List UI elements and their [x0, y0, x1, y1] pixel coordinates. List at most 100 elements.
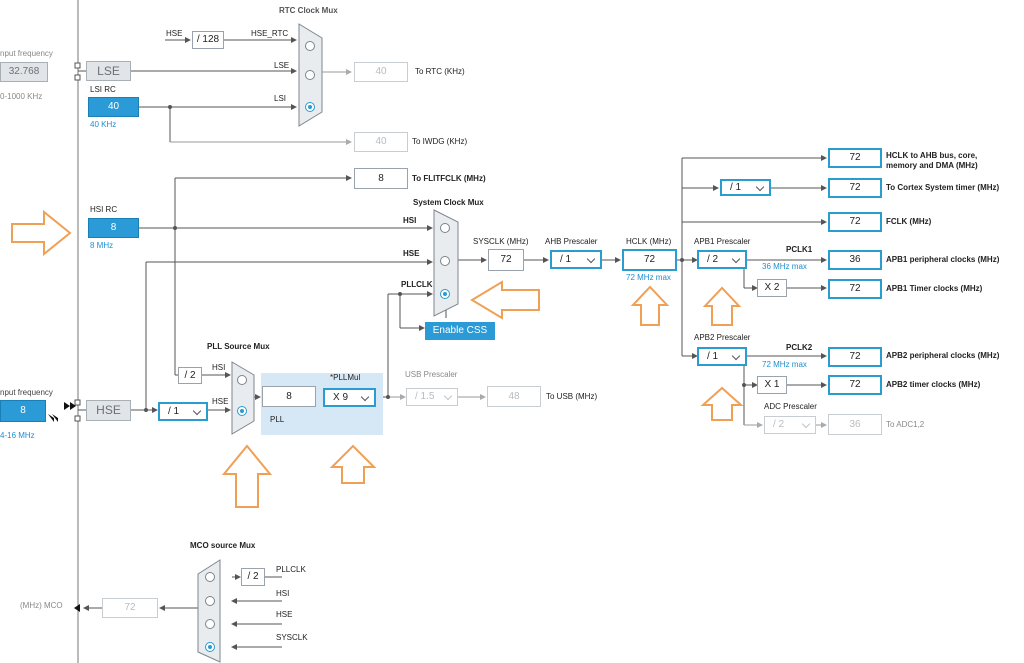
apb1-max-label: 36 MHz max	[762, 262, 807, 271]
pll-source-highlight-arrow	[221, 444, 273, 508]
usb-output-label: To USB (MHz)	[546, 392, 598, 401]
usb-prescaler-value: / 1.5	[415, 391, 435, 402]
hclk-max-label: 72 MHz max	[626, 273, 671, 282]
apb2-peripheral-label: APB2 peripheral clocks (MHz)	[886, 351, 1000, 360]
apb2-timer-multiplier: X 1	[757, 376, 787, 394]
pllclk-highlight-arrow	[470, 280, 540, 320]
iwdg-output-value: 40	[354, 132, 408, 152]
pll-hse-divider-select[interactable]: / 1	[158, 402, 208, 421]
rtc-mux-radio-lse[interactable]	[305, 70, 315, 80]
sysmux-radio-hse[interactable]	[440, 256, 450, 266]
pll-panel-label: PLL	[270, 415, 285, 424]
ahb-prescaler-title: AHB Prescaler	[545, 237, 598, 246]
mco-radio-hsi[interactable]	[205, 596, 215, 606]
lsi-rc-value[interactable]: 40	[88, 97, 139, 117]
ahb-prescaler-select[interactable]: / 1	[550, 250, 602, 269]
hsi-frequency-label: 8 MHz	[90, 241, 114, 250]
rtc-lsi-input-label: LSI	[274, 94, 287, 103]
pll-hsi-divider: / 2	[178, 367, 202, 384]
chevron-down-icon	[755, 182, 765, 191]
lse-input-frequency-label: nput frequency	[0, 49, 53, 58]
pll-source-radio-hsi[interactable]	[237, 375, 247, 385]
mco-pllclk-divider: / 2	[241, 568, 265, 586]
rtc-lse-input-label: LSE	[274, 61, 290, 70]
rtc-div128-box: / 128	[192, 31, 224, 49]
apb2-prescaler-select[interactable]: / 1	[697, 347, 747, 366]
apb1-prescaler-title: APB1 Prescaler	[694, 237, 751, 246]
lse-input-frequency-field[interactable]: 32.768	[0, 62, 48, 82]
usb-output-value: 48	[487, 386, 541, 407]
sysmux-pllclk-label: PLLCLK	[401, 280, 433, 289]
adc-output-value: 36	[828, 414, 882, 435]
sysmux-radio-hsi[interactable]	[440, 223, 450, 233]
fclk-label: FCLK (MHz)	[886, 217, 932, 226]
apb2-prescaler-value: / 1	[707, 351, 719, 362]
mco-pllclk-input-label: PLLCLK	[276, 565, 306, 574]
apb1-timer-value: 72	[828, 279, 882, 299]
hclk-ahb-label-line2: memory and DMA (MHz)	[886, 161, 978, 170]
pll-source-mux-title: PLL Source Mux	[207, 342, 270, 351]
apb2-timer-label: APB2 timer clocks (MHz)	[886, 380, 981, 389]
hsi-rc-title: HSI RC	[90, 205, 118, 214]
pll-source-radio-hse[interactable]	[237, 406, 247, 416]
apb1-prescaler-select[interactable]: / 2	[697, 250, 747, 269]
usb-prescaler-title: USB Prescaler	[405, 370, 458, 379]
pclk2-label: PCLK2	[786, 343, 813, 352]
chevron-down-icon	[801, 419, 811, 429]
apb2-prescaler-title: APB2 Prescaler	[694, 333, 751, 342]
hclk-value-field[interactable]: 72	[622, 249, 677, 271]
pll-input-value: 8	[262, 386, 316, 407]
apb2-peripheral-value: 72	[828, 347, 882, 367]
usb-prescaler-select[interactable]: / 1.5	[406, 388, 458, 406]
system-clock-mux-title: System Clock Mux	[413, 198, 484, 207]
pllmul-select[interactable]: X 9	[323, 388, 376, 407]
cortex-timer-value: 72	[828, 178, 882, 198]
adc-prescaler-select[interactable]: / 2	[764, 416, 816, 434]
iwdg-output-label: To IWDG (KHz)	[412, 137, 468, 146]
adc-prescaler-title: ADC Prescaler	[764, 402, 817, 411]
mco-sysclk-input-label: SYSCLK	[276, 633, 308, 642]
hse-input-frequency-field[interactable]: 8	[0, 400, 46, 422]
hsi-rc-value[interactable]: 8	[88, 218, 139, 238]
rtc-hse-input-label: HSE	[166, 29, 183, 38]
chevron-down-icon	[586, 254, 596, 263]
apb1-highlight-arrow	[702, 286, 742, 326]
cortex-timer-label: To Cortex System timer (MHz)	[886, 183, 1000, 192]
rtc-clock-mux-title: RTC Clock Mux	[279, 6, 338, 15]
sysmux-hse-label: HSE	[403, 249, 420, 258]
lsi-frequency-label: 40 KHz	[90, 120, 117, 129]
adc-prescaler-value: / 2	[773, 419, 785, 430]
rtc-mux-radio-lsi[interactable]	[305, 102, 315, 112]
ahb-prescaler-value: / 1	[560, 254, 572, 265]
hclk-title: HCLK (MHz)	[626, 237, 672, 246]
sysmux-radio-pllclk[interactable]	[440, 289, 450, 299]
rtc-mux-radio-hse[interactable]	[305, 41, 315, 51]
mco-radio-pllclk[interactable]	[205, 572, 215, 582]
hclk-ahb-label-line1: HCLK to AHB bus, core,	[886, 151, 978, 160]
mco-output-label: (MHz) MCO	[20, 601, 63, 610]
pll-source-mux-shape	[231, 361, 255, 435]
chevron-down-icon	[443, 391, 453, 401]
pclk1-label: PCLK1	[786, 245, 813, 254]
apb2-max-label: 72 MHz max	[762, 360, 807, 369]
mco-output-value: 72	[102, 598, 158, 618]
cortex-timer-divider-select[interactable]: / 1	[720, 179, 771, 196]
lse-block[interactable]: LSE	[86, 61, 131, 81]
rtc-output-label: To RTC (KHz)	[415, 67, 465, 76]
enable-css-button[interactable]: Enable CSS	[425, 322, 495, 340]
pll-hse-divider-value: / 1	[168, 406, 180, 417]
pll-hsi-input-label: HSI	[212, 363, 226, 372]
rtc-output-value: 40	[354, 62, 408, 82]
mco-source-mux-title: MCO source Mux	[190, 541, 256, 550]
hse-block[interactable]: HSE	[86, 400, 131, 421]
rtc-hse-rtc-label: HSE_RTC	[251, 29, 289, 38]
apb1-peripheral-value: 36	[828, 250, 882, 270]
pllmul-title: *PLLMul	[330, 373, 361, 382]
pllmul-highlight-arrow	[329, 444, 377, 484]
sysmux-hsi-label: HSI	[403, 216, 417, 225]
mco-radio-hse[interactable]	[205, 619, 215, 629]
flitfclk-label: To FLITFCLK (MHz)	[412, 174, 486, 183]
mco-radio-sysclk[interactable]	[205, 642, 215, 652]
apb2-highlight-arrow	[700, 386, 744, 421]
